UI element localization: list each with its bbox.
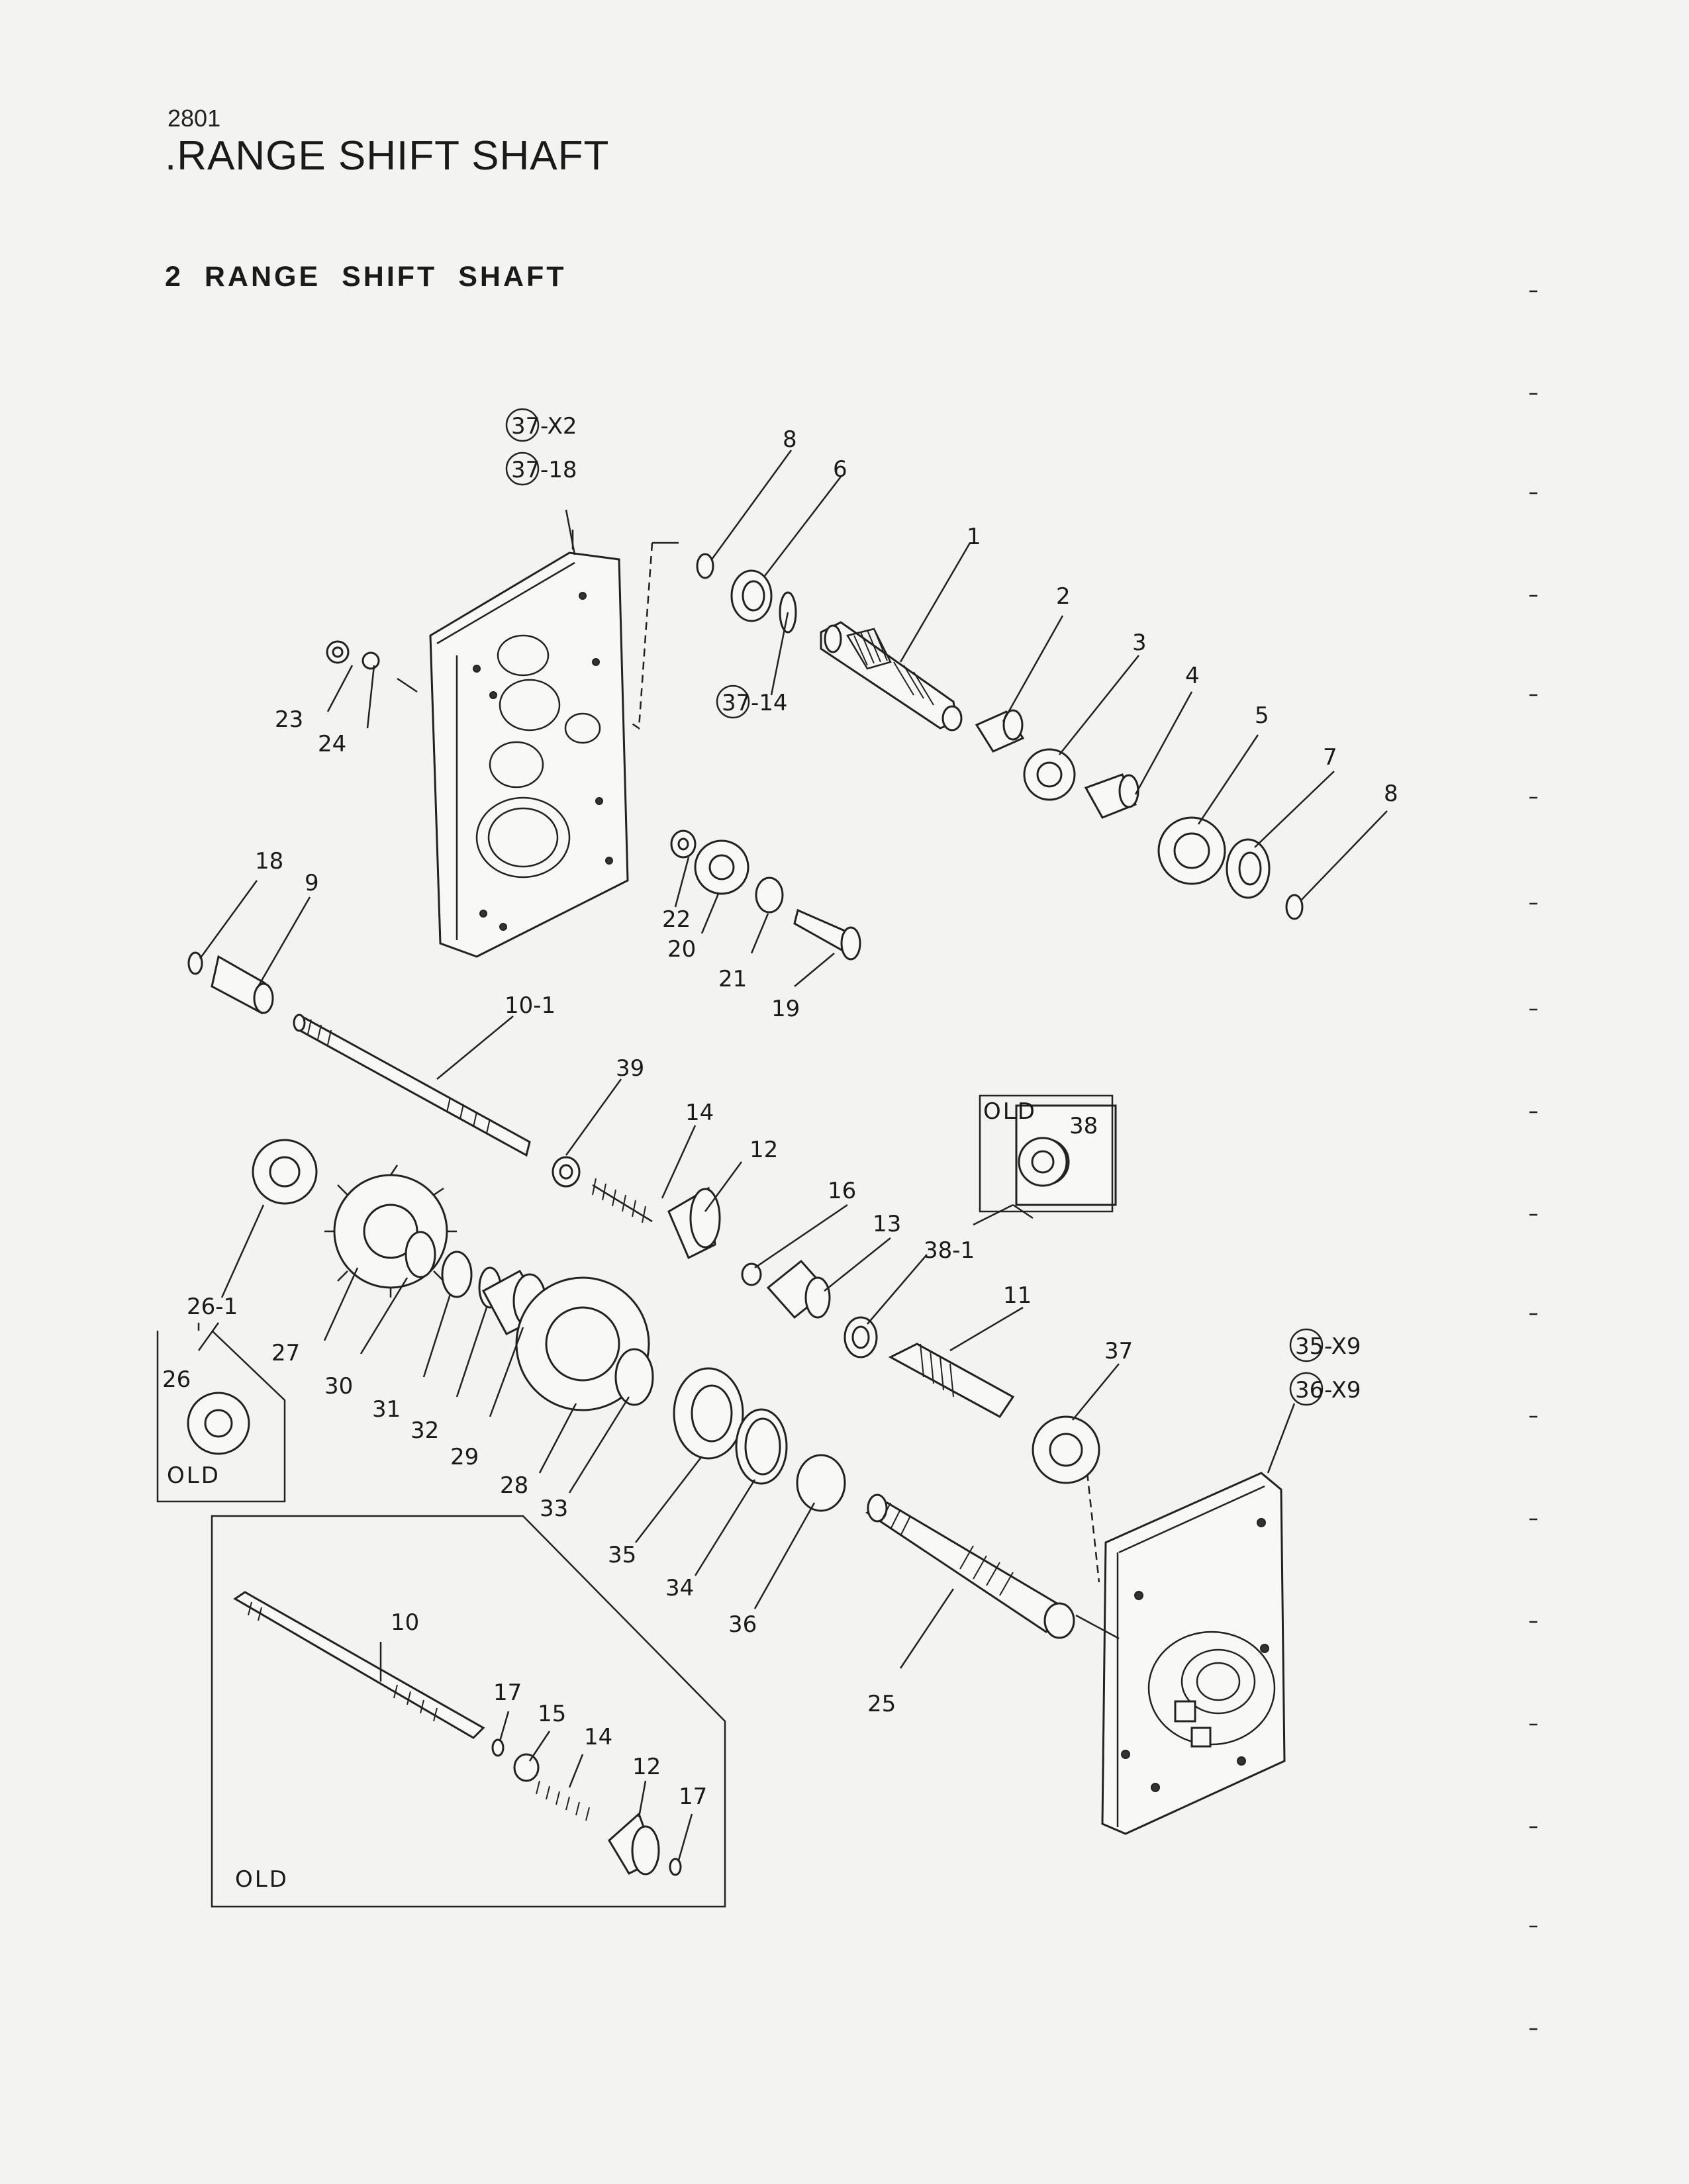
old-box-left: [156, 1330, 286, 1503]
parts-upper-small: [696, 553, 1304, 920]
label-part-18: 18: [255, 848, 283, 875]
label-part-26: 26: [162, 1366, 191, 1393]
label-part-9: 9: [305, 870, 319, 896]
label-part-12-main: 12: [749, 1137, 778, 1163]
label-part-26-1: 26-1: [187, 1294, 238, 1320]
label-part-35: 35: [608, 1542, 636, 1568]
label-part-20: 20: [667, 936, 696, 963]
callout-37-14: 37 -14: [716, 685, 788, 719]
label-part-39: 39: [616, 1055, 644, 1082]
label-part-24: 24: [318, 731, 346, 757]
label-part-38: 38: [1069, 1113, 1098, 1139]
label-part-15: 15: [538, 1701, 566, 1727]
callout-37-x2: 37 -X2: [505, 408, 577, 442]
part-labels: 8 6 1 2 3 4 5 7 8 23 24 22 20 21 19 18 9…: [162, 426, 1398, 1893]
label-part-22: 22: [662, 906, 691, 933]
page-title: .RANGE SHIFT SHAFT: [165, 133, 610, 179]
shaft-10-1: [187, 951, 878, 1358]
label-part-16: 16: [828, 1178, 856, 1204]
label-part-29: 29: [450, 1444, 479, 1470]
svg-text:-X2: -X2: [540, 413, 577, 440]
label-part-37: 37: [1104, 1338, 1133, 1364]
callout-35-x9: 35 -X9: [1289, 1328, 1361, 1362]
shaft-25: [865, 1494, 1075, 1639]
label-part-38-1: 38-1: [924, 1237, 975, 1264]
svg-text:37: 37: [511, 457, 540, 483]
label-part-14-main: 14: [685, 1100, 714, 1126]
callout-37-18: 37 -18: [505, 451, 577, 486]
page-code: 2801: [168, 105, 221, 132]
label-old-box-top: OLD: [983, 1098, 1037, 1125]
label-part-12-old: 12: [632, 1754, 661, 1780]
margin-marks: [1529, 290, 1537, 2030]
label-part-21: 21: [718, 966, 747, 992]
shaft-1: [820, 621, 963, 732]
svg-text:36: 36: [1295, 1377, 1324, 1403]
label-part-8-top: 8: [783, 426, 797, 453]
upper-case-housing: [429, 530, 629, 958]
label-part-3: 3: [1132, 630, 1147, 656]
label-part-13: 13: [873, 1211, 901, 1237]
label-old-box-left: OLD: [167, 1462, 220, 1489]
label-old-box-bottom: OLD: [235, 1866, 289, 1893]
svg-text:-14: -14: [751, 690, 788, 716]
leader-37-18: [565, 509, 576, 555]
svg-text:-X9: -X9: [1324, 1377, 1361, 1403]
label-part-19: 19: [771, 996, 800, 1022]
leader-lines: [197, 450, 1388, 1861]
label-part-14-old: 14: [584, 1724, 612, 1750]
label-part-10-1: 10-1: [505, 992, 555, 1019]
leader-35-36: [1267, 1403, 1296, 1474]
idler-parts: [326, 640, 861, 961]
label-part-8-right: 8: [1384, 781, 1398, 807]
label-part-32: 32: [410, 1417, 439, 1444]
svg-text:-X9: -X9: [1324, 1333, 1361, 1360]
label-part-28: 28: [500, 1472, 528, 1499]
label-part-2: 2: [1056, 583, 1071, 610]
callout-36-x9: 36 -X9: [1289, 1372, 1361, 1406]
old-box-top: [979, 1094, 1114, 1213]
label-part-10: 10: [391, 1609, 419, 1636]
gear-group-lower: [252, 1139, 846, 1512]
section-heading: 2 RANGE SHIFT SHAFT: [165, 261, 567, 293]
label-part-34: 34: [665, 1575, 694, 1601]
label-part-17-right: 17: [679, 1783, 707, 1810]
label-part-4: 4: [1185, 663, 1200, 689]
svg-text:37: 37: [511, 413, 540, 440]
lower-case-housing: [1101, 1472, 1286, 1835]
label-part-31: 31: [372, 1396, 401, 1423]
label-part-5: 5: [1255, 702, 1269, 729]
svg-text:35: 35: [1295, 1333, 1324, 1360]
label-part-1: 1: [967, 524, 981, 550]
label-part-27: 27: [271, 1340, 300, 1366]
label-part-23: 23: [275, 706, 303, 733]
label-part-30: 30: [324, 1373, 353, 1400]
label-part-33: 33: [540, 1496, 568, 1522]
label-part-36: 36: [728, 1611, 757, 1638]
old-box-bottom: [211, 1515, 726, 1908]
label-part-7: 7: [1323, 744, 1337, 771]
svg-text:37: 37: [722, 690, 750, 716]
svg-text:-18: -18: [540, 457, 577, 483]
label-part-6: 6: [833, 456, 847, 483]
label-part-25: 25: [867, 1691, 896, 1717]
label-part-17-left: 17: [493, 1680, 522, 1706]
label-part-11: 11: [1003, 1282, 1032, 1309]
